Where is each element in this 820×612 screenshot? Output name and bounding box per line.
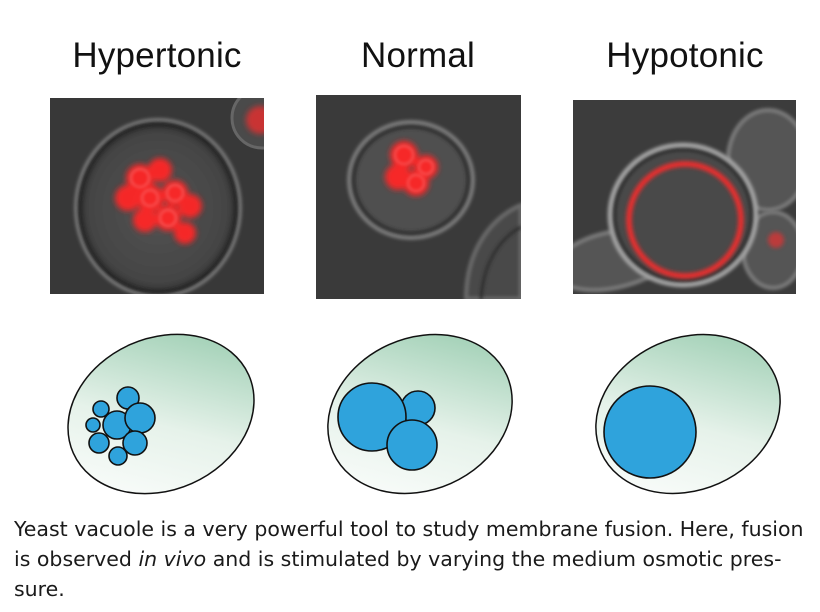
caption-emphasis: in vivo [138,547,207,571]
heading-hypertonic: Hypertonic [72,36,242,75]
caption-part1: Yeast vacuole is a very powerful tool to… [14,517,804,571]
caption-part2: and is stimulated by varying the medium … [14,547,782,601]
vacuoles-hypertonic [85,386,156,466]
cell-diagram-hypotonic [588,330,788,505]
cell-diagram-hypertonic [60,330,262,505]
micrograph-hypotonic [573,100,796,294]
vacuoles-normal [337,382,438,471]
micrograph-normal [316,95,521,299]
caption: Yeast vacuole is a very powerful tool to… [14,514,814,604]
heading-hypotonic: Hypotonic [606,36,764,75]
cell-diagram-normal [320,330,520,505]
vacuole-hypotonic [603,385,697,479]
heading-normal: Normal [361,36,475,75]
micrograph-hypertonic [50,98,264,294]
